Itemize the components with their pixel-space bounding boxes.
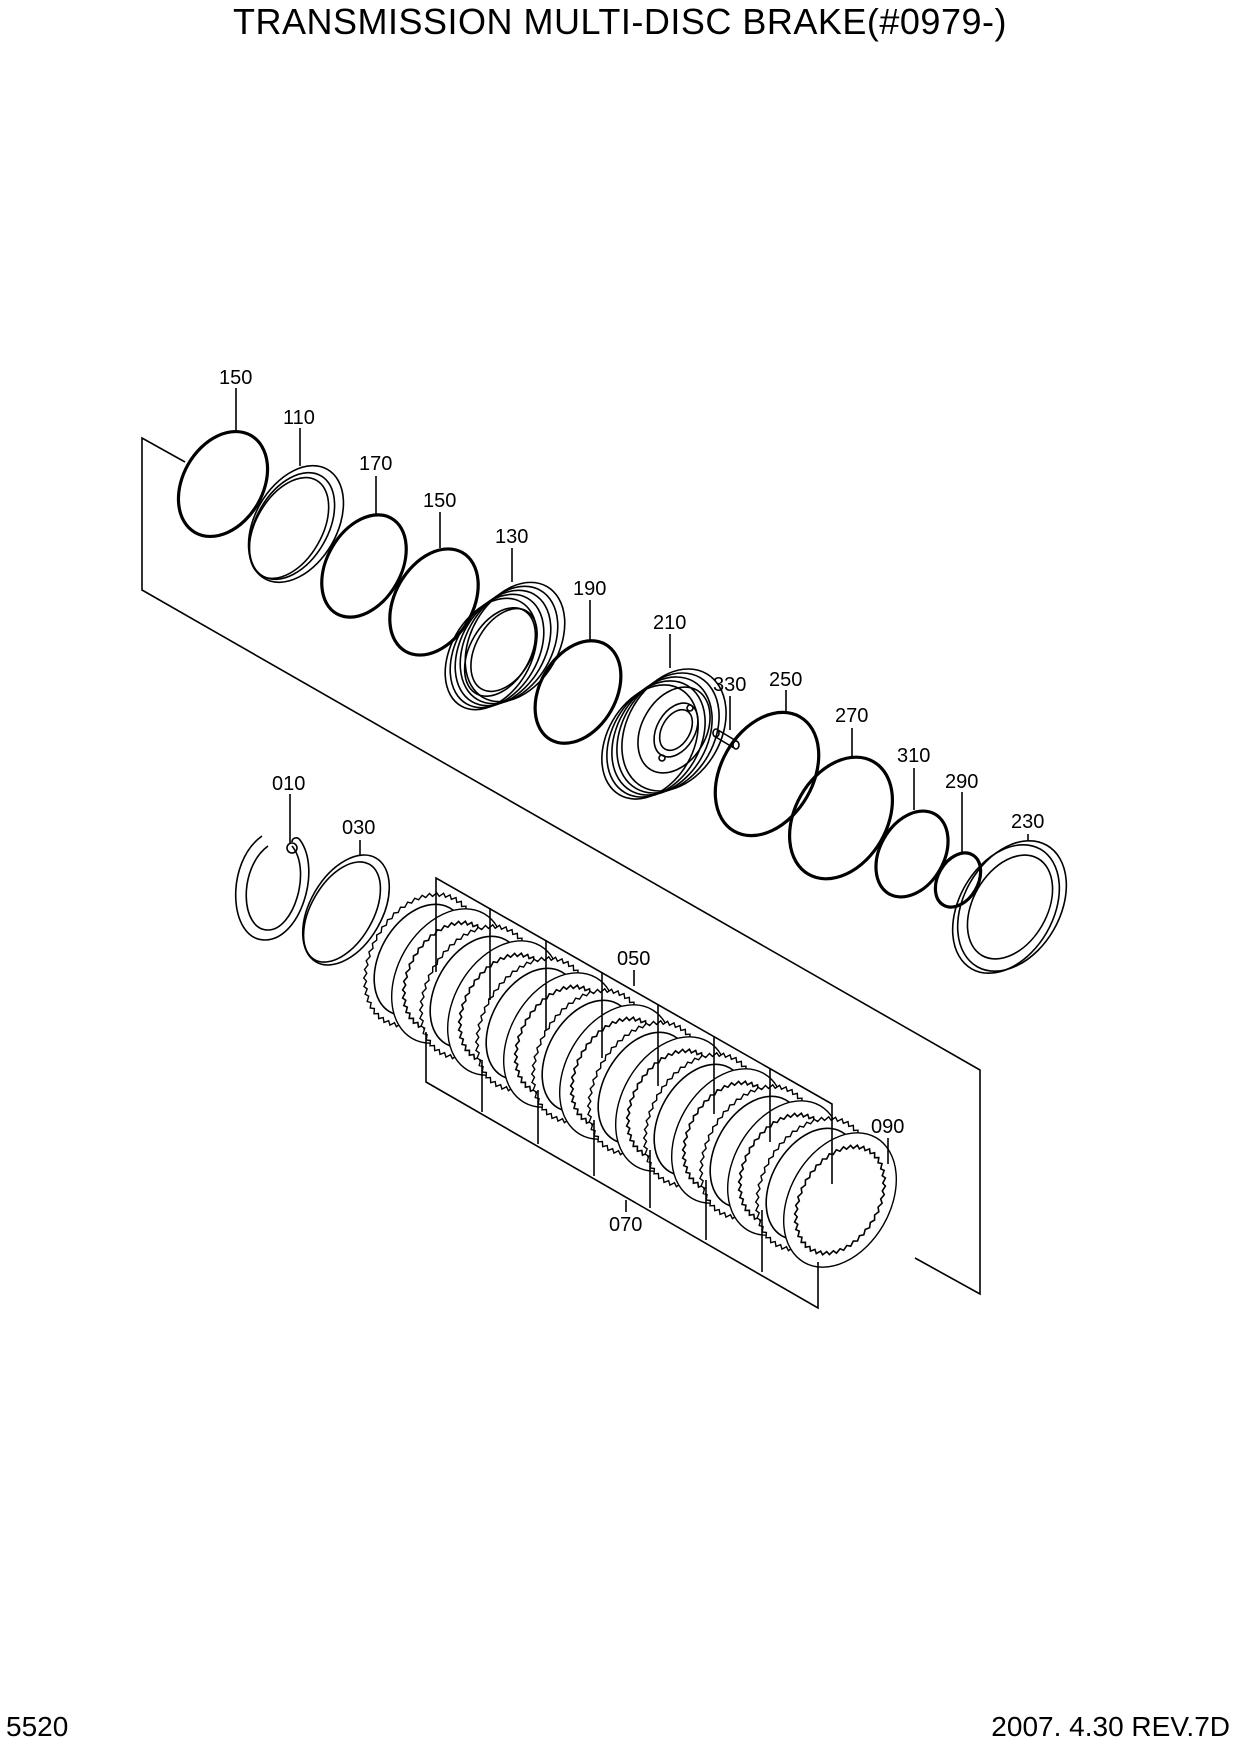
part-150-upper-oring <box>176 429 270 539</box>
clutch-disc-pack <box>362 891 898 1268</box>
callout-190: 190 <box>573 578 606 600</box>
part-130-piston <box>444 581 566 711</box>
callout-050: 050 <box>617 948 650 970</box>
disc-group-brackets <box>425 876 833 1310</box>
callout-150: 150 <box>423 490 456 512</box>
part-310-oring <box>874 809 950 899</box>
part-150-oring <box>388 547 480 657</box>
callout-270: 270 <box>835 705 868 727</box>
callout-250: 250 <box>769 669 802 691</box>
part-170-oring <box>320 513 408 619</box>
part-190-oring <box>533 639 623 745</box>
part-010-snap-ring <box>234 835 310 941</box>
callout-150-upper: 150 <box>219 367 252 389</box>
callout-210: 210 <box>653 612 686 634</box>
part-270-oring <box>787 755 895 881</box>
callout-070: 070 <box>609 1214 642 1236</box>
callout-090: 090 <box>871 1116 904 1138</box>
callout-230: 230 <box>1011 811 1044 833</box>
callout-330: 330 <box>713 674 746 696</box>
part-030-ring <box>301 854 391 966</box>
page-title: TRANSMISSION MULTI-DISC BRAKE(#0979-) <box>233 1 1007 42</box>
callout-310: 310 <box>897 745 930 767</box>
part-110-seal-ring <box>247 464 345 584</box>
callout-labels: 150 110 170 150 130 190 210 330 250 270 … <box>219 367 1044 1236</box>
part-230-end-plate <box>951 840 1068 975</box>
callout-110: 110 <box>283 407 315 429</box>
revision-date: 2007. 4.30 REV.7D <box>991 1711 1230 1742</box>
callout-010: 010 <box>272 773 305 795</box>
part-290-oring <box>933 851 983 909</box>
callout-leaders <box>235 388 1029 1212</box>
assembly-frame <box>141 436 981 1296</box>
part-250-oring <box>713 710 821 838</box>
callout-130: 130 <box>495 526 528 548</box>
callout-290: 290 <box>945 771 978 793</box>
inner-tooth-disc <box>782 1132 898 1268</box>
inner-tooth-disc-teeth <box>793 1143 887 1257</box>
callout-030: 030 <box>342 817 375 839</box>
part-210-piston-housing <box>601 668 727 800</box>
callout-170: 170 <box>359 453 392 475</box>
page-number: 5520 <box>6 1711 69 1742</box>
